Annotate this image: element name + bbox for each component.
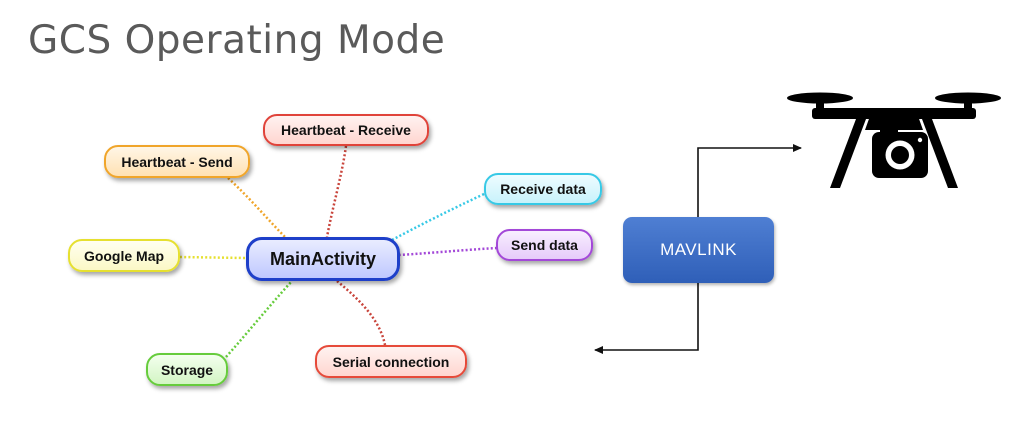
mavlink-box: MAVLINK (623, 217, 774, 283)
link-heartbeat-send (227, 177, 288, 240)
arrow-to-drone (697, 144, 802, 217)
link-storage (225, 280, 293, 358)
node-main-activity: MainActivity (246, 237, 400, 281)
link-receive-data (391, 192, 485, 242)
node-google-map: Google Map (68, 239, 180, 272)
node-receive-data: Receive data (484, 173, 602, 205)
node-storage: Storage (146, 353, 228, 386)
node-send-data: Send data (496, 229, 593, 261)
page-title: GCS Operating Mode (28, 18, 446, 63)
link-heartbeat-receive (325, 145, 348, 238)
node-heartbeat-receive: Heartbeat - Receive (263, 114, 429, 146)
drone-camera-icon (787, 92, 1001, 188)
link-serial-connection (336, 280, 387, 346)
node-serial-connection: Serial connection (315, 345, 467, 378)
node-heartbeat-send: Heartbeat - Send (104, 145, 250, 178)
link-send-data (398, 246, 498, 257)
link-google-map (179, 255, 247, 260)
arrow-from-mavlink (594, 283, 699, 354)
